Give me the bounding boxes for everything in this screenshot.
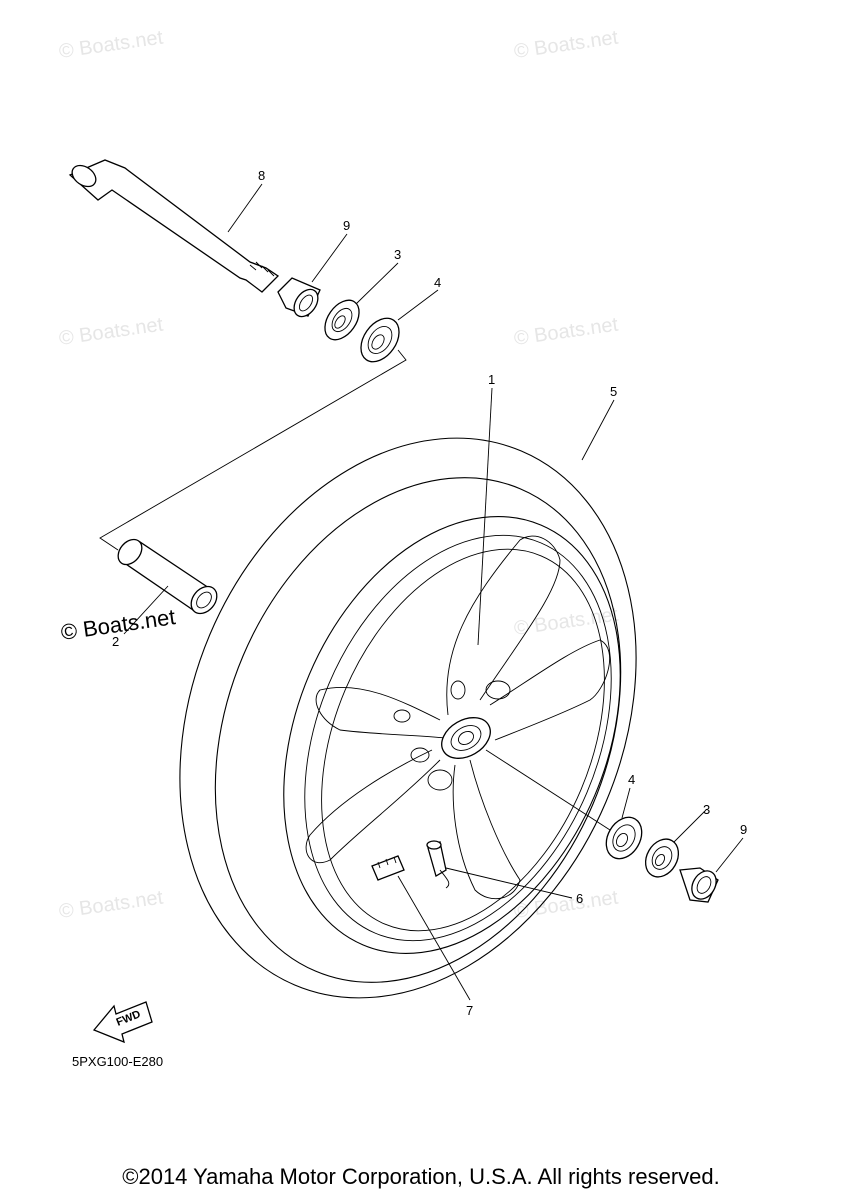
bearing-part-4-right [605, 816, 643, 860]
diagram-code: 5PXG100-E280 [72, 1054, 163, 1069]
callout-9-right: 9 [740, 822, 747, 837]
callout-8: 8 [258, 168, 265, 183]
watermark-top-left: © Boats.net [58, 27, 165, 63]
bearing-part-3-top [324, 299, 360, 341]
callout-5: 5 [610, 384, 617, 399]
callout-7: 7 [466, 1003, 473, 1018]
spacer-part-2 [117, 538, 218, 615]
tire-outer [179, 437, 637, 999]
axle-part-8 [68, 159, 280, 293]
rim-lip [321, 548, 605, 932]
copyright-notice: ©2014 Yamaha Motor Corporation, U.S.A. A… [122, 1164, 720, 1189]
callout-4-right: 4 [628, 772, 635, 787]
wheel-hub [393, 680, 511, 791]
callout-3-top: 3 [394, 247, 401, 262]
callout-4-top: 4 [434, 275, 441, 290]
axle-guide-line [99, 349, 407, 551]
bearing-part-4-top [360, 317, 400, 363]
callout-labels: 8 9 3 4 1 5 2 4 3 9 6 7 [112, 168, 747, 1018]
bearing-part-3-right [644, 838, 680, 878]
spoke-lower-left [305, 749, 441, 863]
spoke-upper [446, 535, 561, 716]
spoke-lower [452, 759, 521, 900]
watermark-mid-right: © Boats.net [513, 314, 620, 350]
watermark-mid-left: © Boats.net [58, 314, 165, 350]
callout-2: 2 [112, 634, 119, 649]
rim-outer [283, 516, 621, 954]
weight-part-7 [371, 855, 405, 881]
callout-6: 6 [576, 891, 583, 906]
callout-1: 1 [488, 372, 495, 387]
spoke-upper-left [315, 686, 446, 739]
watermark-low-left: © Boats.net [58, 887, 165, 923]
valve-part-6 [426, 840, 450, 889]
leader-lines [123, 183, 744, 1001]
spoke-right [489, 639, 610, 741]
tire-inner [214, 477, 622, 983]
callout-3-right: 3 [703, 802, 710, 817]
rim-inner [304, 534, 612, 942]
collar-part-9-top [277, 277, 321, 318]
callout-9-top: 9 [343, 218, 350, 233]
wheel-assembly [179, 437, 637, 999]
collar-part-9-right [679, 867, 719, 903]
fwd-arrow-icon: FWD [92, 1001, 153, 1044]
watermarks: © Boats.net © Boats.net © Boats.net © Bo… [58, 27, 620, 923]
watermark-top-right: © Boats.net [513, 27, 620, 63]
